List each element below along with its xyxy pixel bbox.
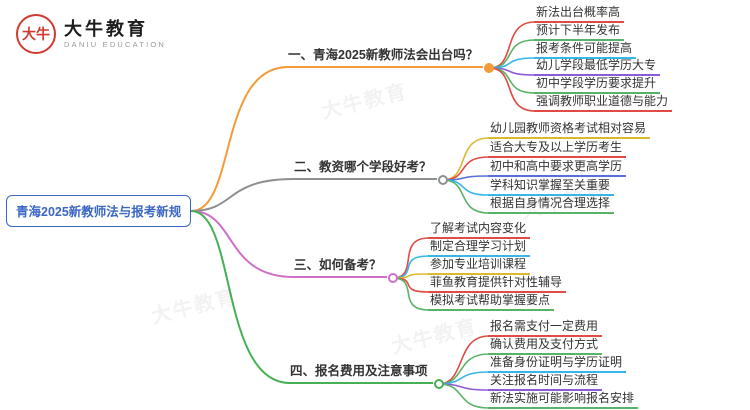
mindmap-leaf: 学科知识掌握至关重要 — [488, 179, 615, 196]
connector-line — [391, 277, 430, 311]
logo-text: 大牛教育 DANIU EDUCATION — [64, 19, 166, 49]
branch-2-header: 二、教资哪个学段好考？ — [292, 156, 448, 185]
mindmap-leaf: 根据自身情况合理选择 — [488, 197, 615, 214]
mindmap-leaf: 制定合理学习计划 — [428, 240, 531, 257]
connector-line — [441, 137, 490, 181]
branch-4-dot — [433, 379, 444, 389]
branch-3-dot — [387, 273, 398, 283]
branch-1-dot — [484, 63, 495, 73]
mindmap-leaf: 幼儿园教师资格考试相对容易 — [488, 122, 651, 139]
mindmap-leaf: 了解考试内容变化 — [428, 222, 531, 239]
connector-line — [437, 371, 490, 385]
branch-4-label: 四、报名费用及注意事项 — [288, 360, 433, 384]
connector-line — [441, 179, 490, 214]
mindmap-leaf: 模拟考试帮助掌握要点 — [428, 294, 555, 311]
logo-subtitle: DANIU EDUCATION — [64, 39, 167, 49]
mindmap-leaf: 报考条件可能提高 — [534, 42, 637, 59]
mindmap-leaf: 确认费用及支付方式 — [488, 338, 603, 355]
mindmap-leaf: 强调教师职业道德与能力 — [534, 95, 673, 112]
branch-4-header: 四、报名费用及注意事项 — [288, 360, 444, 389]
logo: 大牛 大牛教育 DANIU EDUCATION — [16, 14, 166, 54]
mindmap-leaf: 新法实施可能影响报名安排 — [488, 392, 639, 409]
root-node: 青海2025新教师法与报考新规 — [6, 195, 192, 227]
branch-3-label: 三、如何备考？ — [292, 254, 387, 278]
connector-line — [190, 66, 289, 212]
mindmap-leaf: 预计下半年发布 — [534, 24, 625, 41]
connector-line — [488, 21, 536, 69]
connector-line — [488, 67, 536, 94]
mindmap-leaf: 报名需支付一定费用 — [488, 320, 603, 337]
connector-line — [190, 210, 291, 384]
logo-name: 大牛教育 — [64, 19, 148, 40]
connector-line — [391, 237, 430, 279]
branch-1-label: 一、青海2025新教师法会出台吗？ — [286, 44, 484, 68]
watermark: 大牛教育 — [319, 80, 410, 124]
watermark: 大牛教育 — [149, 285, 240, 329]
mindmap-leaf: 新法出台概率高 — [534, 6, 625, 23]
connector-line — [488, 67, 536, 112]
branch-2-dot — [437, 175, 448, 185]
mindmap-leaf: 关注报名时间与流程 — [488, 374, 603, 391]
mindmap-leaf: 菲鱼教育提供针对性辅导 — [428, 276, 567, 293]
mindmap-leaf: 准备身份证明与学历证明 — [488, 356, 627, 373]
connector-line — [391, 277, 430, 293]
mindmap-leaf: 幼儿学段最低学历大专 — [534, 59, 661, 76]
watermark: 大牛教育 — [389, 315, 480, 359]
connector-line — [441, 175, 490, 181]
mindmap-leaf: 初中和高中要求更高学历 — [488, 160, 627, 177]
mindmap-leaf: 适合大专及以上学历考生 — [488, 141, 627, 158]
connector-line — [190, 178, 295, 212]
connector-line — [488, 39, 536, 69]
connector-line — [488, 67, 536, 76]
connector-line — [391, 255, 430, 279]
connector-line — [441, 156, 490, 181]
branch-3-header: 三、如何备考？ — [292, 254, 398, 283]
logo-badge-text: 大牛 — [22, 26, 50, 42]
connector-line — [190, 210, 295, 278]
connector-line — [437, 335, 490, 385]
connector-line — [437, 353, 490, 385]
mindmap-leaf: 初中学段学历要求提升 — [534, 77, 661, 94]
connector-line — [437, 383, 490, 391]
connector-line — [437, 383, 490, 409]
branch-2-label: 二、教资哪个学段好考？ — [292, 156, 437, 180]
connector-line — [488, 57, 536, 69]
branch-1-header: 一、青海2025新教师法会出台吗？ — [286, 44, 495, 73]
logo-badge-icon: 大牛 — [16, 14, 56, 54]
connector-line — [391, 273, 430, 279]
mindmap-leaf: 参加专业培训课程 — [428, 258, 531, 275]
connector-line — [441, 179, 490, 196]
